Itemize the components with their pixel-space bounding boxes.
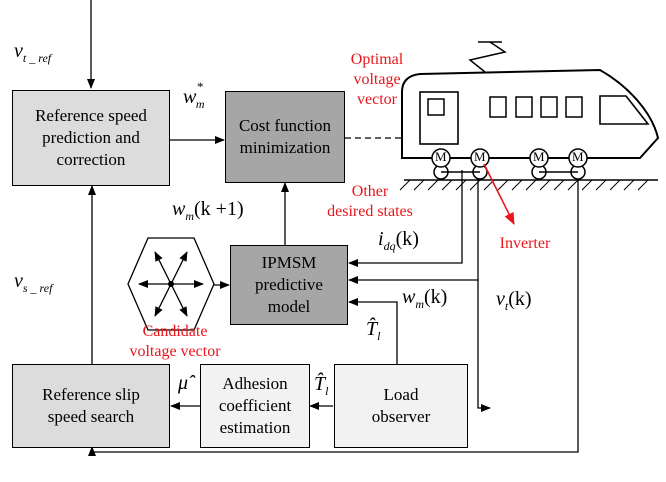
- label-wm-star: w*m: [183, 79, 205, 111]
- block-ipmsm-model: IPMSM predictive model: [230, 245, 348, 325]
- arrow-wm-to-load: [477, 280, 491, 412]
- motor-label-2: M: [474, 149, 486, 164]
- block-reference-slip: Reference slip speed search: [12, 364, 170, 448]
- block-load-observer: Load observer: [334, 364, 468, 448]
- label-wm-k: wm(k): [402, 286, 448, 311]
- label-tl-hat-lower: T̂l: [314, 373, 329, 398]
- block-reference-speed: Reference speed prediction and correctio…: [12, 90, 170, 186]
- candidate-vector-hexagon: [127, 237, 215, 331]
- motor-label-1: M: [435, 149, 447, 164]
- arrow-idq: [348, 170, 463, 267]
- annotation-inverter: Inverter: [499, 235, 551, 252]
- motor-icons: [431, 148, 588, 168]
- label-idq: idq(k): [378, 228, 419, 253]
- label-vt-k: vt(k): [496, 288, 532, 313]
- motor-label-4: M: [572, 149, 584, 164]
- label-mu-hat: μ̂: [178, 372, 189, 394]
- label-tl-hat-upper: T̂l: [366, 318, 381, 343]
- train-icon: [399, 41, 660, 191]
- label-vs-ref: vs _ ref: [14, 270, 53, 295]
- block-cost-function: Cost function minimization: [225, 91, 345, 183]
- annotation-optimal-voltage-vector: Optimal voltage vector: [350, 51, 404, 108]
- annotation-candidate-voltage-vector: Candidate voltage vector: [129, 323, 221, 360]
- block-adhesion: Adhesion coefficient estimation: [200, 364, 310, 448]
- arrow-tl-to-ipmsm: [348, 298, 398, 364]
- annotation-other-states: Other desired states: [327, 183, 413, 220]
- label-vt-ref: vt _ ref: [14, 40, 52, 65]
- motor-label-3: M: [533, 149, 545, 164]
- label-wm-k1: wm(k +1): [172, 198, 244, 223]
- inverter-arrow: [483, 163, 515, 225]
